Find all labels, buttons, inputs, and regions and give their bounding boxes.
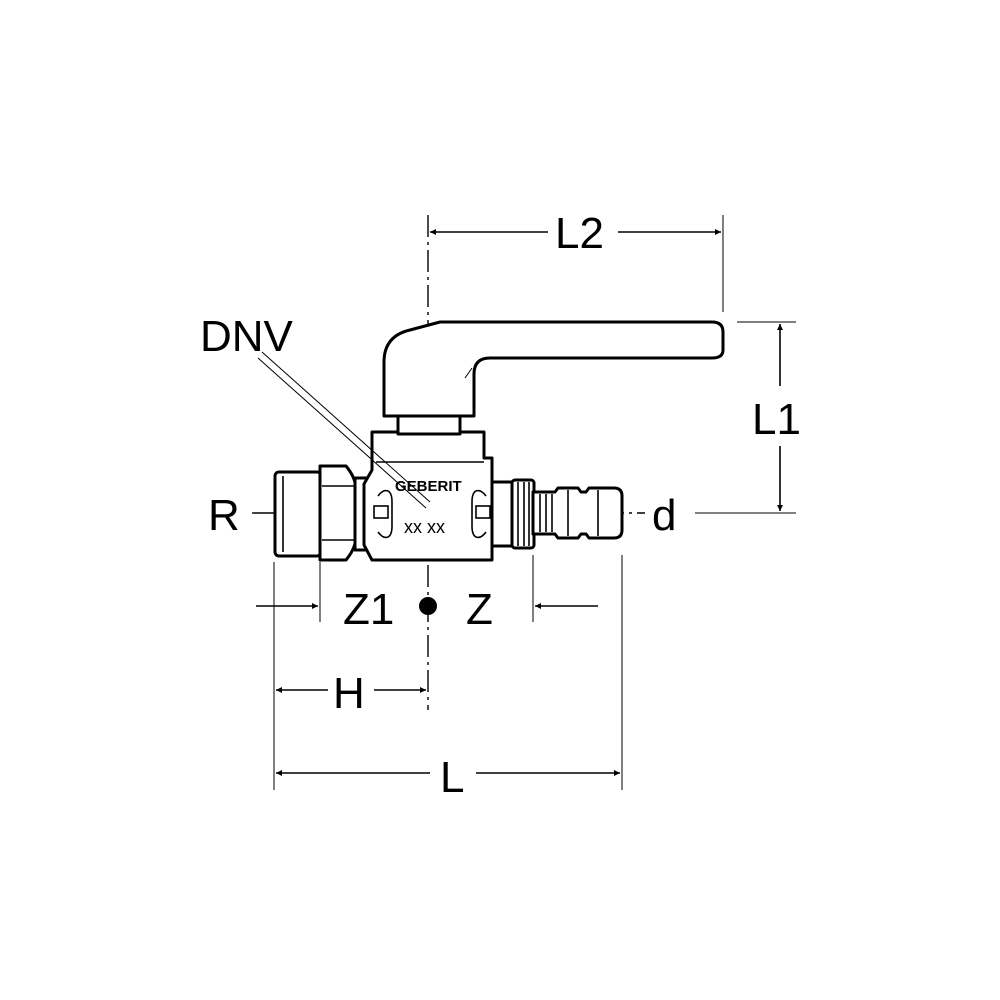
hex-nut [318, 464, 358, 562]
label-z: Z [466, 585, 493, 634]
label-dnv: DNV [200, 312, 294, 361]
dimension-lines [256, 229, 783, 776]
brand-marking: GEBERIT [395, 478, 462, 495]
ball-valve: GEBERIT xx xx [273, 320, 725, 562]
label-l1: L1 [752, 395, 801, 444]
male-thread-end [273, 470, 323, 558]
label-d: d [652, 491, 676, 540]
extension-lines [273, 215, 796, 790]
center-point [419, 597, 437, 615]
valve-body [362, 430, 500, 562]
label-z1: Z1 [343, 585, 394, 634]
valve-stem [396, 414, 462, 436]
dnv-leader-2 [261, 351, 431, 503]
dnv-leader [257, 357, 427, 509]
label-r: R [208, 491, 240, 540]
press-sleeve [510, 478, 536, 550]
lever-handle [382, 320, 725, 418]
label-l: L [440, 753, 464, 802]
label-h: H [333, 669, 365, 718]
label-l2: L2 [555, 209, 604, 258]
code-marking: xx xx [404, 517, 445, 537]
insert-end [531, 486, 624, 540]
